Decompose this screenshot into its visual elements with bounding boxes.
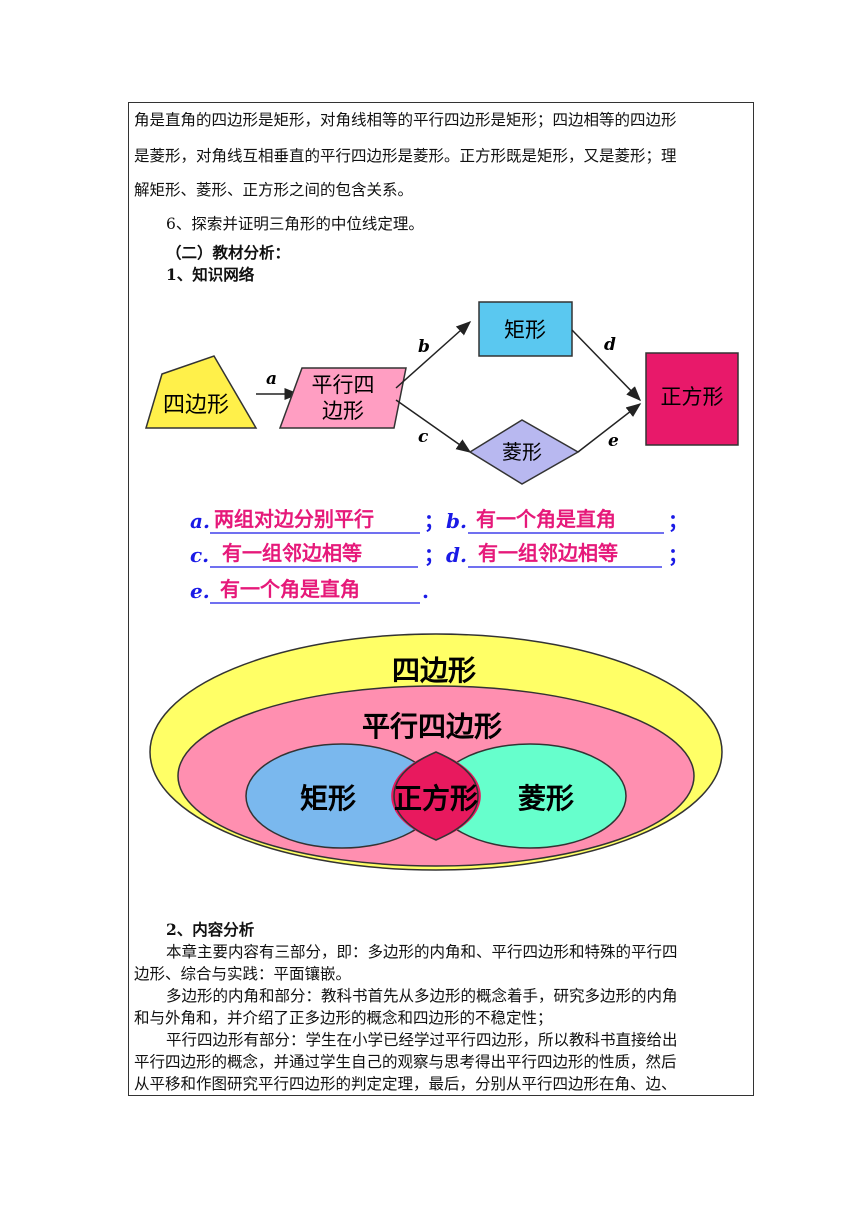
para-line-4: 和与外角和，并介绍了正多边形的概念和四边形的不稳定性； <box>134 1009 553 1027</box>
cond-b-text: 有一个角是直角 <box>476 507 616 531</box>
para-line-5: 平行四边形有部分：学生在小学已经学过平行四边形，所以教科书直接给出 <box>166 1031 678 1049</box>
parallelogram-label-line2: 边形 <box>322 399 364 423</box>
cond-d-letter: d. <box>446 543 467 567</box>
arrow-b-label: b <box>418 337 430 357</box>
arrow-e-label: e <box>608 431 619 451</box>
cond-a-text: 两组对边分别平行 <box>214 507 374 531</box>
rectangle-label: 矩形 <box>504 318 546 342</box>
quadrilateral-shape <box>144 355 258 429</box>
cond-e-text: 有一个角是直角 <box>220 577 360 601</box>
cond-d-text: 有一组邻边相等 <box>478 541 618 565</box>
venn-center-label: 正方形 <box>394 782 478 815</box>
subsection-2-heading: 2、内容分析 <box>166 920 255 939</box>
arrow-d-label: d <box>604 335 616 355</box>
venn-middle-label: 平行四边形 <box>362 710 502 743</box>
para-line-2: 边形、综合与实践：平面镶嵌。 <box>134 965 352 983</box>
venn-outer-label: 四边形 <box>392 654 476 687</box>
section-heading: （二）教材分析： <box>166 243 291 262</box>
cond-e-letter: e. <box>190 579 210 603</box>
rhombus-label: 菱形 <box>502 440 542 464</box>
arrow-b <box>395 321 472 389</box>
rectangle-shape <box>478 301 573 357</box>
arrow-c <box>395 399 472 453</box>
intro-line-1: 角是直角的四边形是矩形，对角线相等的平行四边形是矩形；四边相等的四边形 <box>134 111 677 129</box>
venn-center-outline <box>393 751 479 841</box>
arrow-e <box>577 403 642 453</box>
quadrilateral-label: 四边形 <box>163 393 229 418</box>
cond-b-letter: b. <box>446 509 467 533</box>
inclusion-diagram: 四边形 平行四边形 矩形 正方形 菱形 <box>149 633 723 871</box>
table-cell-border <box>128 102 754 1096</box>
arrow-d <box>571 329 642 402</box>
cond-a-letter: a. <box>190 509 210 533</box>
arrow-c-label: c <box>418 427 429 447</box>
intro-line-2: 是菱形，对角线互相垂直的平行四边形是菱形。正方形既是矩形，又是菱形；理 <box>134 147 677 165</box>
cond-e-end: . <box>422 579 429 603</box>
square-shape <box>645 352 739 446</box>
para-line-7: 从平移和作图研究平行四边形的判定定理，最后，分别从平行四边形在角、边、 <box>134 1075 677 1093</box>
cond-b-sep: ； <box>668 509 688 533</box>
cond-a-sep: ； <box>424 509 444 533</box>
intro-line-3: 解矩形、菱形、正方形之间的包含关系。 <box>134 181 414 199</box>
para-line-1: 本章主要内容有三部分，即：多边形的内角和、平行四边形和特殊的平行四 <box>166 943 678 961</box>
cond-d-sep: ； <box>668 543 688 567</box>
para-line-3: 多边形的内角和部分：教科书首先从多边形的概念着手，研究多边形的内角 <box>166 987 678 1005</box>
venn-left-label: 矩形 <box>300 782 356 815</box>
parallelogram-label-line1: 平行四 <box>312 373 375 397</box>
cond-c-text: 有一组邻边相等 <box>222 541 362 565</box>
subsection-1-heading: 1、知识网络 <box>166 265 255 284</box>
cond-c-sep: ； <box>424 543 444 567</box>
parallelogram-shape <box>278 367 407 429</box>
arrow-a-label: a <box>266 369 277 389</box>
venn-right-label: 菱形 <box>518 782 574 815</box>
cond-c-letter: c. <box>190 543 209 567</box>
square-label: 正方形 <box>661 385 724 409</box>
item-6: 6、探索并证明三角形的中位线定理。 <box>166 215 424 233</box>
para-line-6: 平行四边形的概念，并通过学生自己的观察与思考得出平行四边形的性质，然后 <box>134 1053 677 1071</box>
